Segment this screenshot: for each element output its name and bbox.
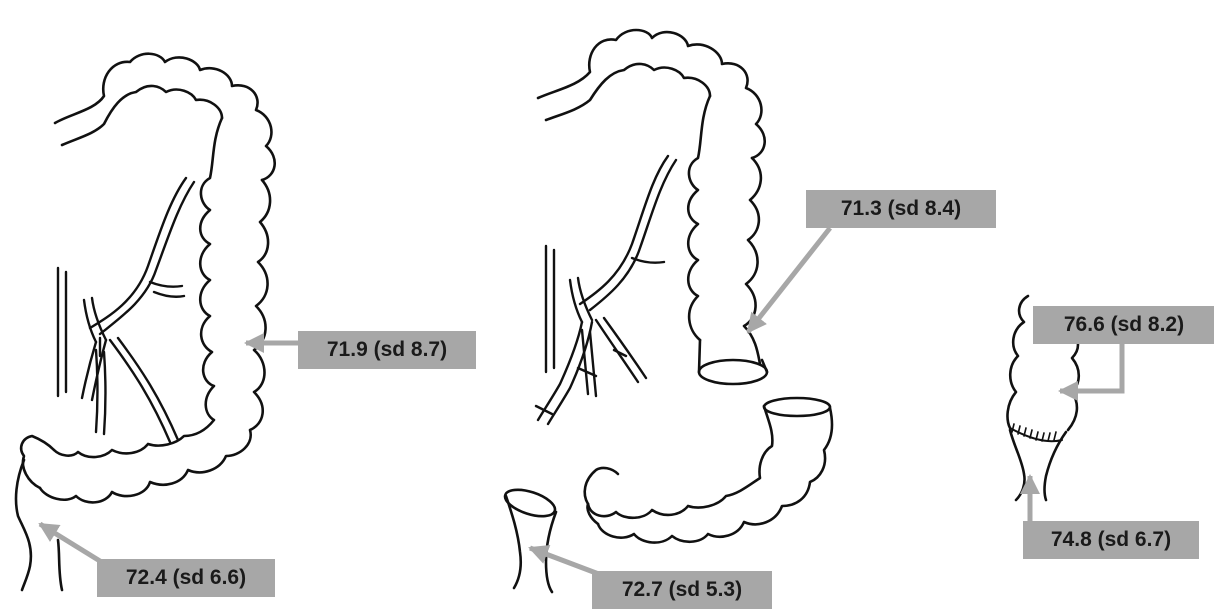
label-distal-stump-value: 72.7 (sd 5.3) xyxy=(592,571,772,609)
arrow-l3 xyxy=(748,228,830,332)
label-proximal-cut-value: 71.3 (sd 8.4) xyxy=(806,190,996,228)
resected-colon xyxy=(502,30,832,592)
arrow-l5 xyxy=(1060,344,1122,391)
intact-colon xyxy=(16,54,275,590)
distal-cut-end xyxy=(764,398,830,416)
mesenteric-vessels-2 xyxy=(536,156,676,424)
label-upper-stump-value: 76.6 (sd 8.2) xyxy=(1033,306,1214,344)
transverse-colon-outline xyxy=(55,54,275,180)
label-sigmoid-value: 72.4 (sd 6.6) xyxy=(97,559,275,597)
label-lower-stump-value: 74.8 (sd 6.7) xyxy=(1023,521,1199,559)
proximal-cut-end xyxy=(699,360,767,384)
rectal-stump-cut xyxy=(502,485,558,522)
label-descending-value: 71.9 (sd 8.7) xyxy=(298,331,476,369)
mesenteric-vessels xyxy=(58,178,194,442)
pointer-arrows xyxy=(40,228,1122,576)
